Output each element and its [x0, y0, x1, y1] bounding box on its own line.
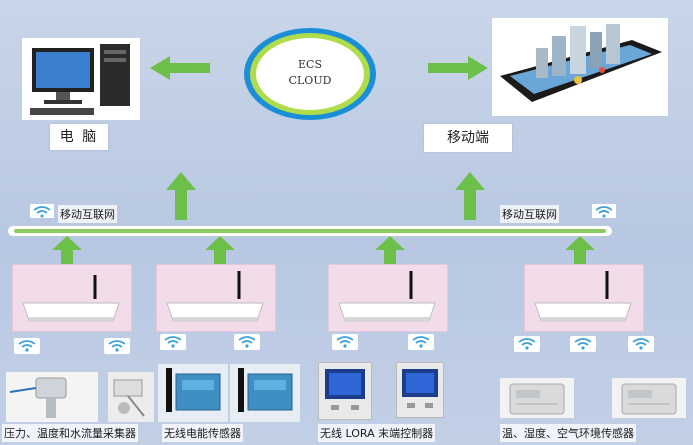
router-panel-2 [156, 264, 276, 332]
arrow-up-router-3 [375, 236, 405, 266]
wifi-icon [30, 204, 54, 218]
sensor-label-pressure: 压力、温度和水流量采集器 [2, 424, 138, 442]
network-bus [8, 226, 612, 236]
wifi-icon [514, 336, 540, 352]
env-sensor-image-1 [500, 378, 574, 418]
mobile-label: 移动端 [424, 124, 512, 152]
flow-sensor-image [108, 372, 154, 422]
router-panel-4 [524, 264, 644, 332]
arrow-up-pc [166, 172, 196, 220]
cloud-text-cloud: CLOUD [288, 74, 332, 87]
energy-sensor-image-2 [230, 364, 300, 422]
wifi-icon [234, 334, 260, 350]
sensor-label-energy: 无线电能传感器 [162, 424, 243, 442]
ecs-cloud: ECS CLOUD [242, 26, 378, 122]
cloud-text-ecs: ECS [298, 58, 322, 71]
wifi-icon [14, 338, 40, 354]
wifi-icon [592, 204, 616, 218]
wifi-icon [570, 336, 596, 352]
mobile-image [492, 18, 668, 116]
wifi-icon [628, 336, 654, 352]
wifi-icon [104, 338, 130, 354]
router-panel-1 [12, 264, 132, 332]
network-label-right: 移动互联网 [500, 205, 559, 223]
network-label-left: 移动互联网 [58, 205, 117, 223]
lora-controller-image-1 [318, 362, 372, 420]
arrow-up-router-2 [205, 236, 235, 266]
lora-controller-image-2 [396, 362, 444, 418]
arrow-left-pc [150, 56, 210, 80]
wifi-icon [160, 334, 186, 350]
sensor-label-lora: 无线 LORA 末端控制器 [318, 424, 436, 442]
env-sensor-image-2 [612, 378, 686, 418]
pressure-sensor-image [6, 372, 98, 422]
arrow-up-router-1 [52, 236, 82, 266]
arrow-right-mobile [428, 56, 488, 80]
sensor-label-env: 温、湿度、空气环境传感器 [500, 424, 636, 442]
energy-sensor-image-1 [158, 364, 228, 422]
router-panel-3 [328, 264, 448, 332]
arrow-up-router-4 [565, 236, 595, 266]
pc-image [22, 38, 140, 120]
arrow-up-mobile [455, 172, 485, 220]
wifi-icon [332, 334, 358, 350]
pc-label: 电 脑 [50, 124, 108, 150]
wifi-icon [408, 334, 434, 350]
